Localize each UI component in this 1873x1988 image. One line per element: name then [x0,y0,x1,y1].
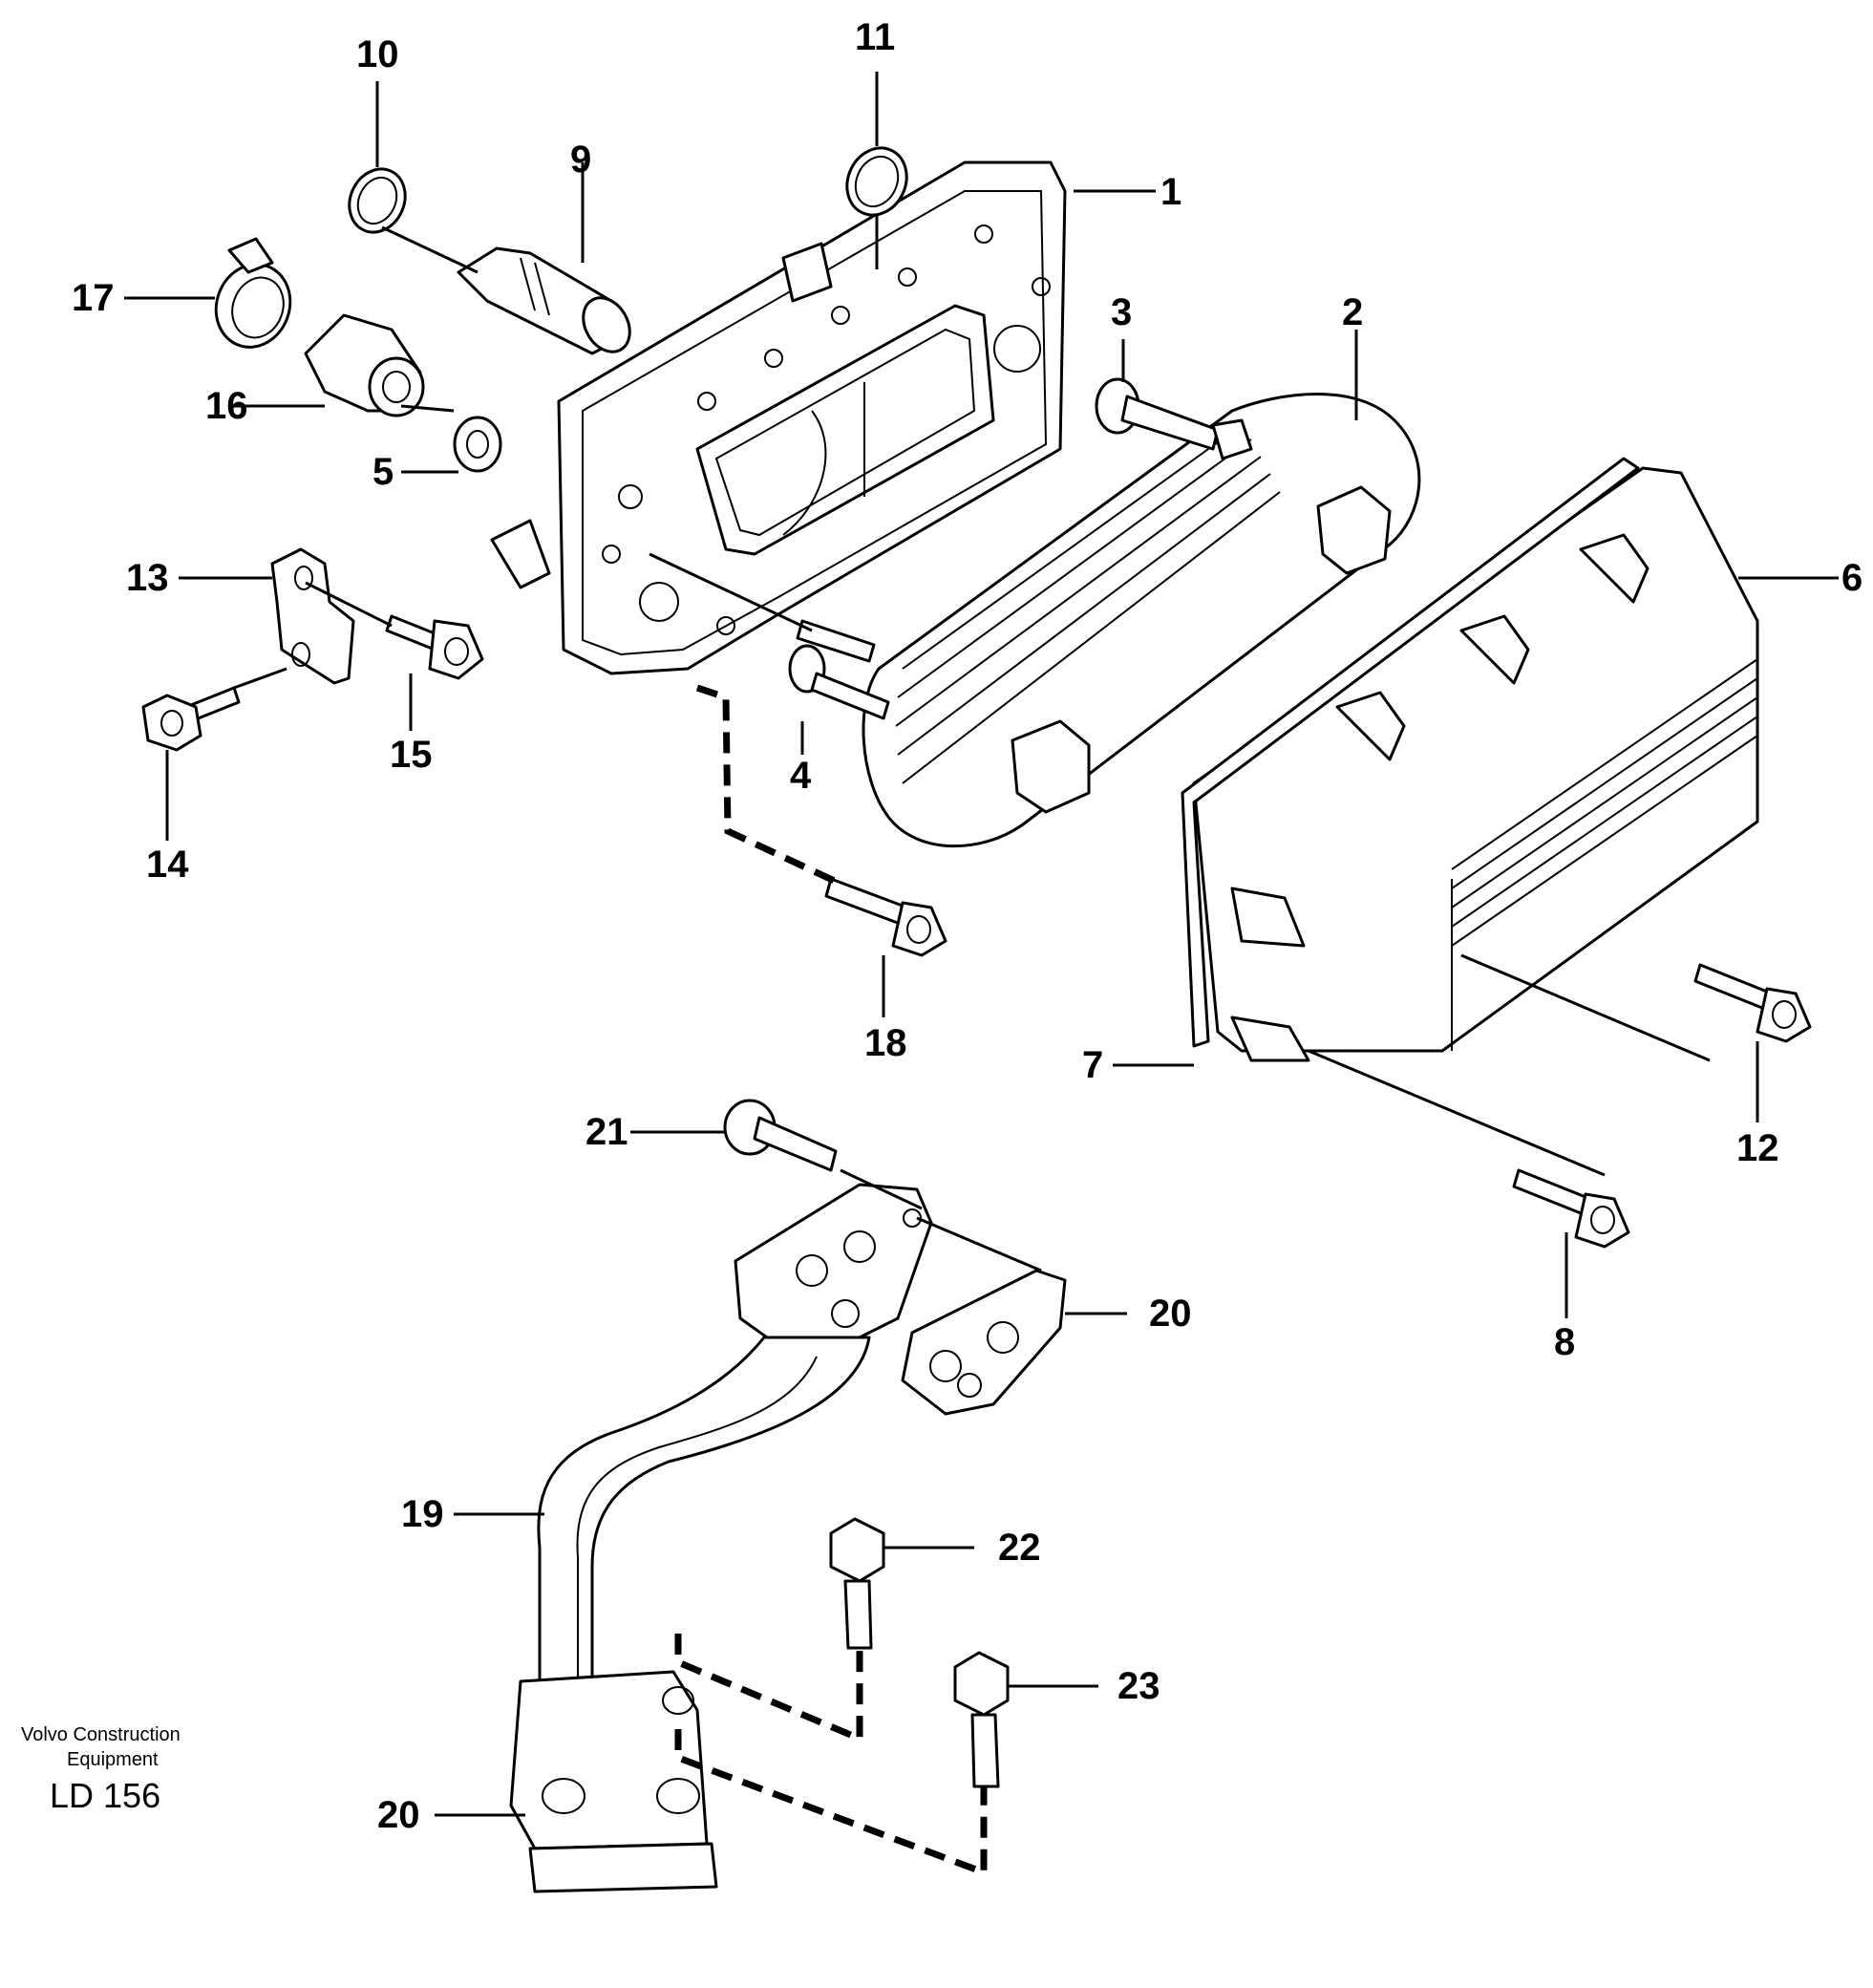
callout-labels: 1 2 3 4 5 6 7 8 9 10 11 12 13 14 15 16 1… [72,16,1862,1836]
callout-17: 17 [72,277,115,319]
hose-clamp-17 [214,237,292,349]
washer-5 [453,416,502,473]
callout-23: 23 [1117,1665,1160,1707]
footer: Volvo Construction Equipment LD 156 [21,1724,181,1815]
bolt-14 [141,686,241,752]
callout-7: 7 [1082,1044,1103,1086]
bolt-15 [385,614,484,680]
callout-20-gasket: 20 [1149,1293,1192,1335]
callout-9: 9 [570,139,591,181]
callout-3: 3 [1111,291,1132,333]
callout-19: 19 [401,1493,444,1535]
bolt-8 [1512,1168,1630,1249]
drawing-code: LD 156 [50,1776,160,1815]
bracket-13 [270,547,355,685]
housing-plate [490,160,1067,675]
callout-13: 13 [126,557,169,599]
callout-20-flange: 20 [377,1794,420,1836]
bolt-23 [953,1651,1010,1788]
callout-21: 21 [585,1111,628,1153]
o-ring-10 [348,167,407,234]
plug-16 [304,313,425,417]
callout-6: 6 [1841,557,1862,599]
callout-1: 1 [1160,171,1181,213]
callout-5: 5 [372,451,394,493]
bolt-4 [788,619,890,720]
callout-14: 14 [146,844,189,886]
brand-line-1: Volvo Construction [21,1724,181,1745]
callout-18: 18 [864,1022,907,1064]
bolt-12 [1693,963,1812,1043]
callout-2: 2 [1342,291,1363,333]
cover [1181,457,1759,1062]
dashed-alignment-lines [674,684,988,1878]
callout-16: 16 [205,385,248,427]
gasket-20 [901,1269,1067,1416]
leader-lines [124,72,1839,1817]
bolt-18 [824,877,947,957]
sensor-9 [457,246,631,355]
callout-11: 11 [855,16,895,58]
bolt-3 [1095,377,1253,460]
oil-cooler-core [862,393,1421,848]
callout-10: 10 [356,33,399,75]
callout-22: 22 [998,1527,1041,1569]
callout-15: 15 [390,734,433,776]
callout-8: 8 [1554,1321,1575,1363]
bolt-22 [829,1517,885,1650]
callout-12: 12 [1736,1127,1779,1169]
o-ring-11 [845,146,908,217]
bolt-21 [723,1099,838,1172]
brand-line-2: Equipment [67,1749,159,1770]
oil-pipe [509,1183,933,1893]
callout-4: 4 [790,755,812,797]
